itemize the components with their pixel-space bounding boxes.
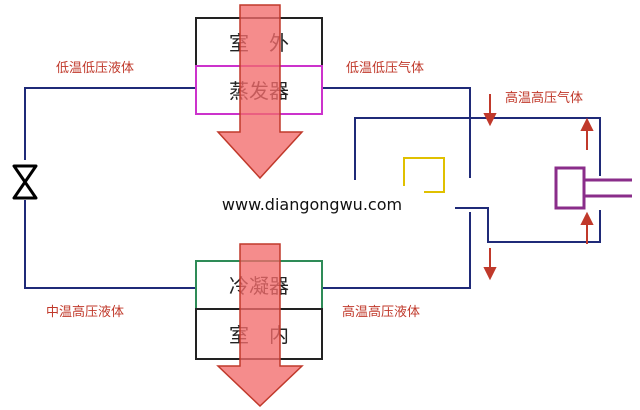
top-pipe-left (24, 87, 195, 160)
label-low-temp-low-pressure-liquid: 低温低压液体 (56, 61, 134, 76)
up-arrow-icon (580, 117, 594, 150)
top-pipe-right (322, 87, 471, 178)
bottom-pipe-left (24, 200, 195, 289)
down-arrow-icon (483, 248, 497, 281)
flow-arrows (483, 94, 594, 281)
expansion-valve-icon (12, 164, 38, 200)
up-arrow-icon (580, 211, 594, 244)
label-low-temp-low-pressure-gas: 低温低压气体 (346, 60, 424, 76)
pipe-loop (24, 87, 601, 289)
heat-arrow-bottom-icon (216, 243, 304, 408)
label-high-temp-high-pressure-liquid: 高温高压液体 (342, 304, 420, 320)
reversing-pipe-lower (455, 207, 601, 243)
compressor-icon (554, 166, 632, 210)
watermark: www.diangongwu.com (200, 186, 424, 222)
down-arrow-icon (483, 94, 497, 127)
heat-arrow-top-icon (216, 4, 304, 180)
bottom-pipe-right (322, 212, 471, 289)
label-high-temp-high-pressure-gas: 高温高压气体 (505, 90, 583, 106)
label-medium-temp-high-pressure-liquid: 中温高压液体 (46, 304, 124, 320)
reversing-pipe-upper (354, 117, 601, 180)
